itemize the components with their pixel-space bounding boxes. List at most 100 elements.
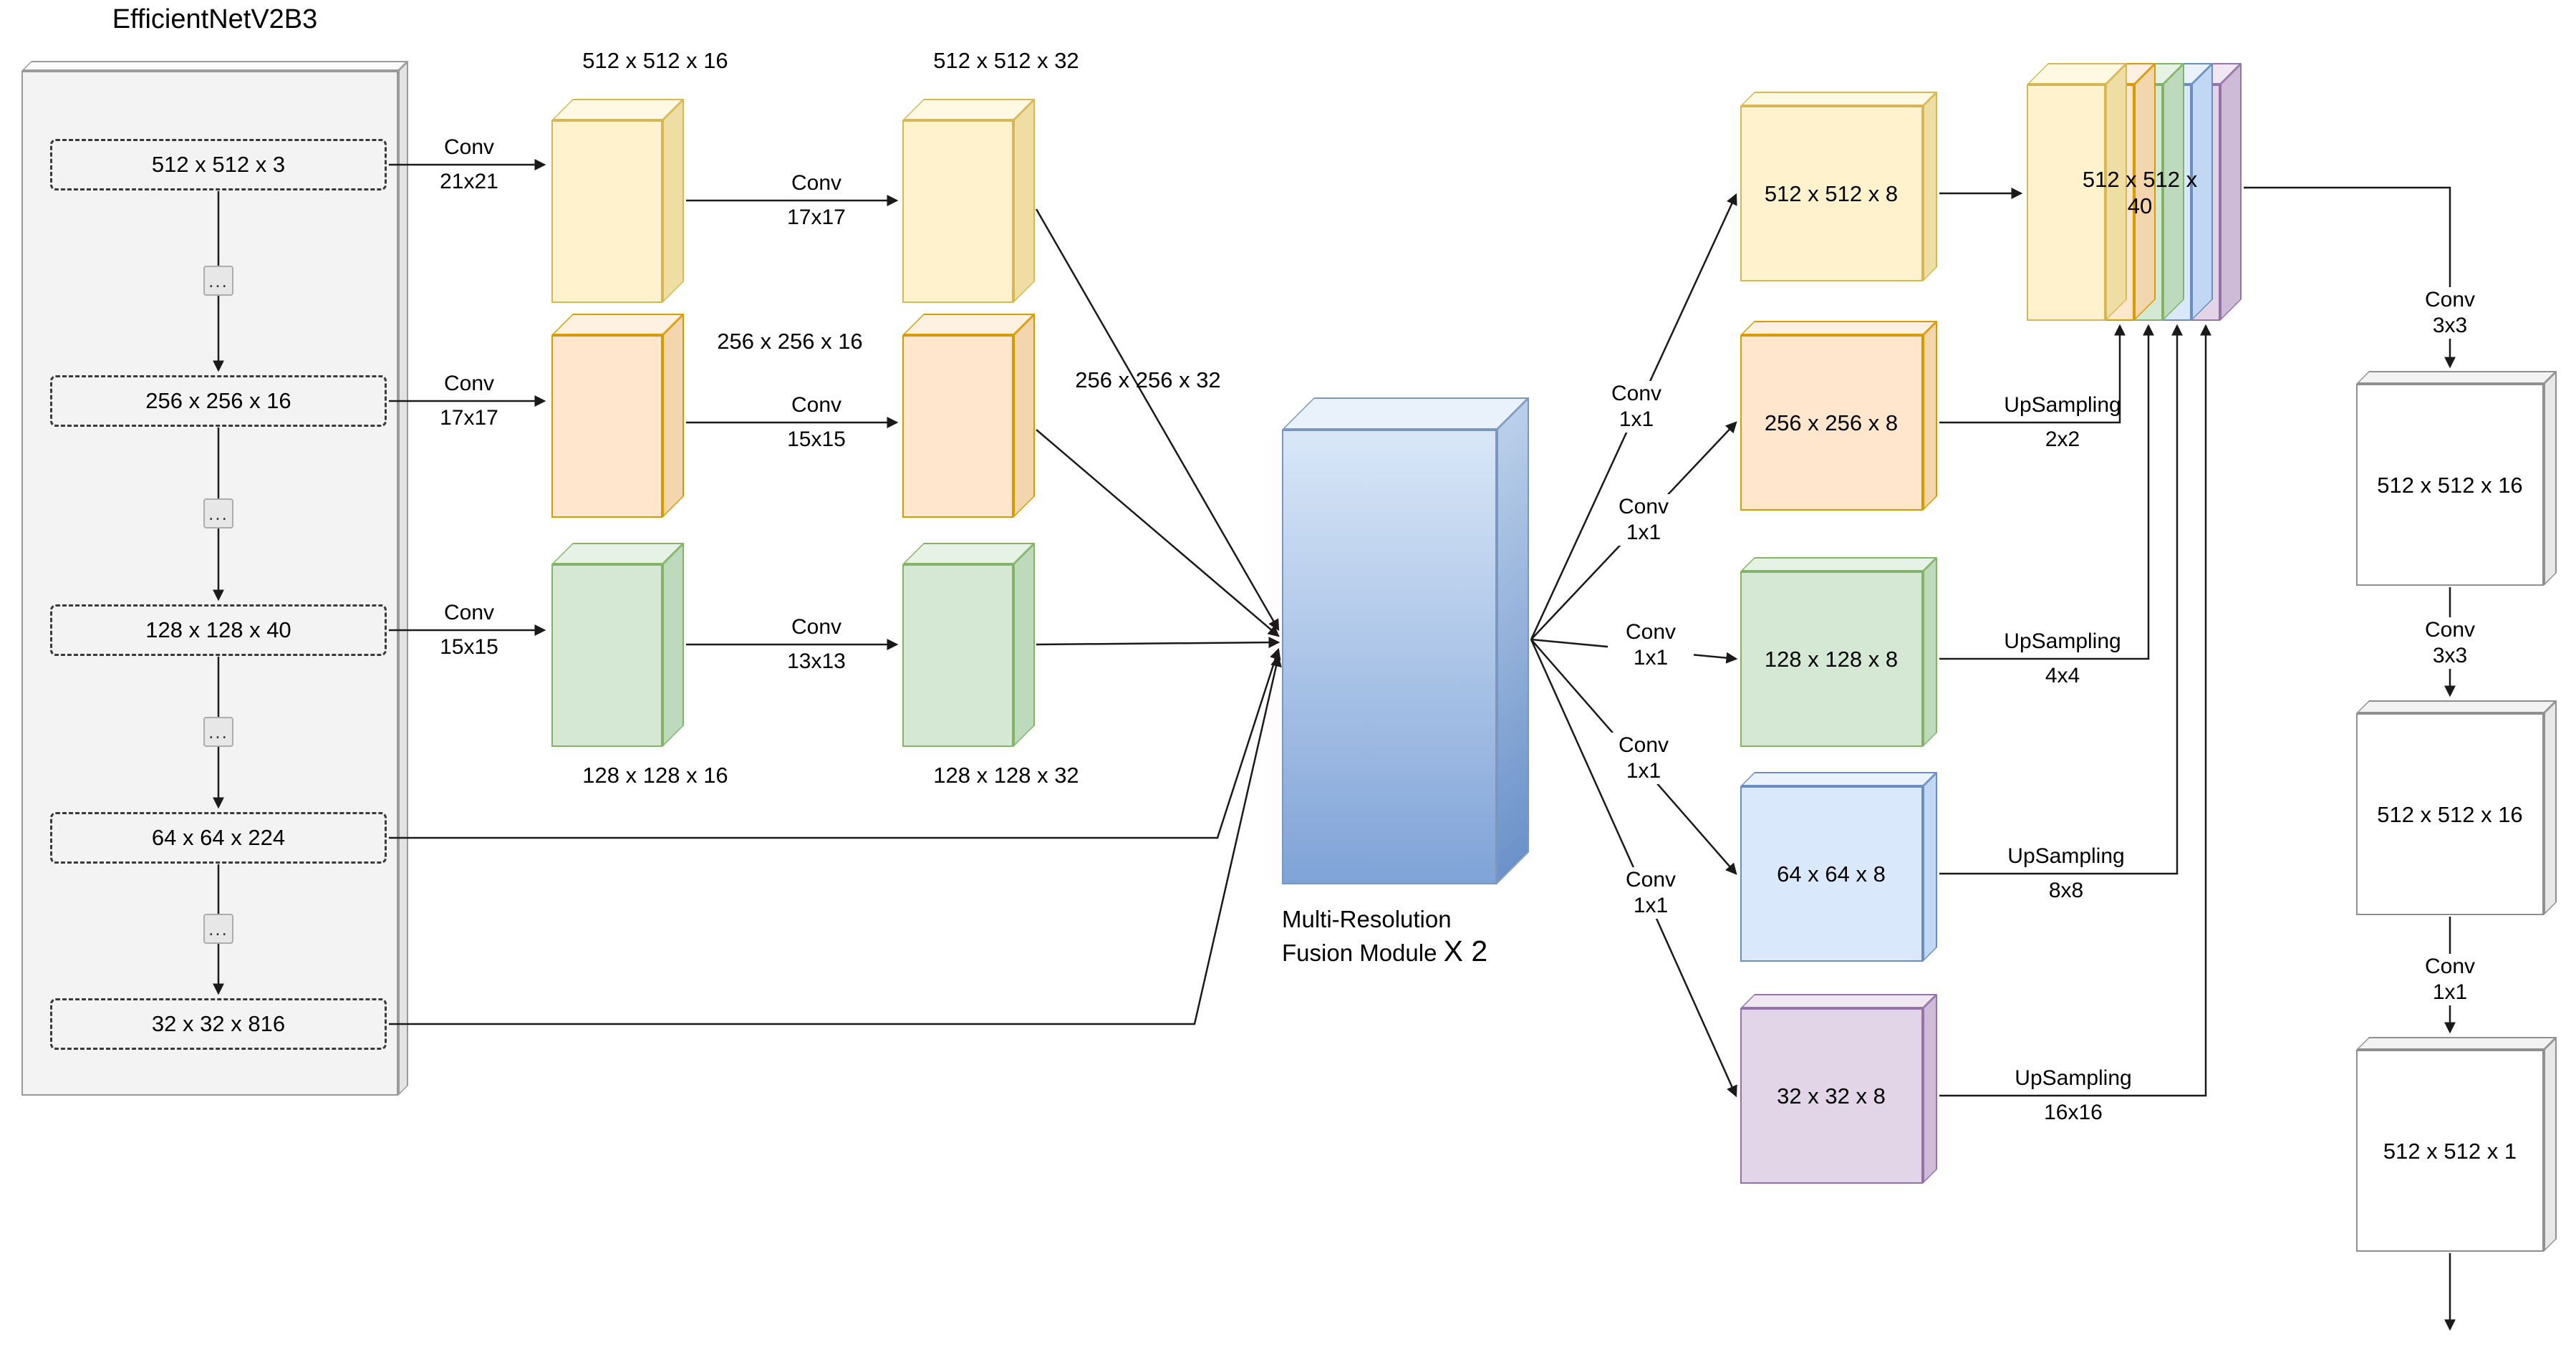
cube-face-cs — [2544, 371, 2557, 586]
fusion-module-block — [1282, 397, 1529, 884]
edge-upsampling-4x4 — [1939, 324, 2155, 660]
pyramid-block-256 — [1740, 321, 1937, 511]
cube-face-cf — [902, 564, 1013, 747]
cube-face-cf — [2027, 84, 2105, 321]
cube-face-cf — [1282, 430, 1497, 884]
fusion-multiplier-text: X 2 — [1443, 935, 1488, 967]
factor-text: 4x4 — [2045, 664, 2080, 687]
edge-64-to-fusion — [389, 647, 1281, 839]
cube-face-cs — [1923, 321, 1937, 511]
upsampling-2x2-label: UpSampling 2x2 — [1962, 392, 2163, 453]
head-label-1: 512 x 512 x 16 — [2377, 473, 2523, 498]
edge-concat-to-head1 — [2244, 186, 2456, 369]
kernel-text: 15x15 — [787, 428, 846, 451]
stage1-block-512 — [551, 99, 684, 303]
cube-face-ct — [2356, 700, 2557, 713]
conv-text: Conv — [1625, 620, 1677, 644]
cube-face-cs — [1497, 397, 1529, 884]
cube-face-cs — [2544, 1037, 2557, 1252]
stage1-block-256 — [551, 314, 684, 518]
cube-face-cs — [1923, 772, 1937, 962]
conv-text: Conv — [1618, 495, 1669, 518]
cube-face-ct — [1740, 321, 1937, 335]
upsampling-text: UpSampling — [2015, 1066, 2132, 1090]
cube-face-ct — [902, 314, 1035, 335]
kernel-text: 3x3 — [2432, 314, 2468, 337]
concat-layer-512 — [2027, 63, 2127, 321]
head-block-3 — [2356, 1037, 2557, 1252]
pyramid-label-128: 128 x 128 x 8 — [1764, 647, 1899, 672]
backbone-stage-256x256x16: 256 x 256 x 16 — [50, 375, 387, 427]
cube-face-cs — [662, 314, 684, 518]
cube-face-cs — [662, 99, 684, 303]
kernel-text: 1x1 — [1626, 521, 1661, 544]
cube-face-ct — [551, 99, 684, 120]
cube-face-cf — [902, 120, 1013, 303]
conv-text: Conv — [1611, 382, 1662, 405]
kernel-text: 1x1 — [1633, 646, 1669, 670]
backbone-title: EfficientNetV2B3 — [112, 4, 318, 34]
concat-size-label: 512 x 512 x 40 — [2082, 167, 2198, 218]
pyramid-label-32: 32 x 32 x 8 — [1777, 1083, 1886, 1109]
kernel-text: 1x1 — [1626, 759, 1661, 783]
stage2-label-128: 128 x 128 x 32 — [933, 763, 1079, 788]
pyramid-block-64 — [1740, 772, 1937, 962]
pyramid-block-32 — [1740, 994, 1937, 1184]
conv-text: Conv — [2424, 288, 2476, 312]
pyramid-block-512 — [1740, 92, 1937, 281]
backbone-stage-128x128x40: 128 x 128 x 40 — [50, 604, 387, 656]
stage-size-text: 32 x 32 x 816 — [151, 1011, 286, 1036]
cube-face-ct — [551, 314, 684, 335]
upsampling-16x16-label: UpSampling 16x16 — [1973, 1066, 2174, 1126]
cube-face-cs — [2544, 700, 2557, 915]
fusion-label-line2: Fusion Module X 2 — [1282, 935, 1611, 969]
edge-upsampling-2x2 — [1939, 324, 2126, 424]
stage2-block-128 — [902, 543, 1035, 747]
edge-upsampling-8x8 — [1939, 324, 2184, 875]
cube-face-cs — [1923, 557, 1937, 747]
stage-size-text: 64 x 64 x 224 — [151, 825, 286, 850]
conv-text: Conv — [1625, 868, 1677, 892]
cube-face-cf — [1740, 786, 1923, 962]
ellipsis-text: ... — [208, 720, 228, 743]
factor-text: 16x16 — [2044, 1101, 2103, 1124]
head-block-2 — [2356, 700, 2557, 915]
kernel-text: 1x1 — [1633, 894, 1669, 917]
cube-face-ct — [551, 543, 684, 564]
ellipsis-text: ... — [208, 917, 228, 940]
factor-text: 8x8 — [2048, 879, 2084, 902]
edge-upsampling-16x16 — [1939, 324, 2212, 1097]
backbone-stage-512x512x3: 512 x 512 x 3 — [50, 139, 387, 190]
ellipsis-box: ... — [203, 266, 233, 296]
stage2-label-512: 512 x 512 x 32 — [933, 48, 1079, 73]
kernel-text: 17x17 — [440, 406, 498, 430]
pyramid-label-64: 64 x 64 x 8 — [1777, 861, 1886, 887]
conv-text: Conv — [2424, 955, 2476, 978]
cube-face-cf — [1740, 571, 1923, 747]
upsampling-text: UpSampling — [2004, 393, 2121, 417]
conv-text: Conv — [443, 372, 495, 395]
cube-face-ct — [1740, 557, 1937, 571]
stage1-block-128 — [551, 543, 684, 747]
kernel-text: 1x1 — [1619, 407, 1654, 431]
cube-face-cf — [1740, 335, 1923, 511]
cube-face-ct — [1740, 772, 1937, 786]
factor-text: 2x2 — [2045, 428, 2080, 451]
conv-text: Conv — [791, 615, 842, 639]
edge-256-to-fusion — [1036, 429, 1280, 637]
kernel-text: 1x1 — [2432, 980, 2468, 1004]
cube-face-ct — [2356, 371, 2557, 384]
cube-face-cf — [551, 120, 662, 303]
stage2-label-256: 256 x 256 x 32 — [1075, 367, 1221, 392]
conv-text: Conv — [791, 171, 842, 195]
conv-text: Conv — [1618, 733, 1669, 757]
ellipsis-box: ... — [203, 914, 233, 944]
kernel-text: 13x13 — [787, 650, 846, 673]
stage1-label-128: 128 x 128 x 16 — [582, 763, 728, 788]
